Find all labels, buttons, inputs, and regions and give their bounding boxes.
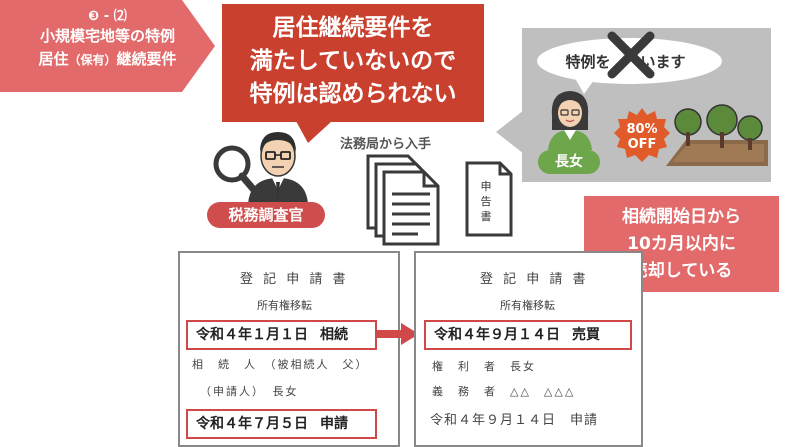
section-tag: ❸ - ⑵ 小規模宅地等の特例 居住（保有）継続要件 — [0, 0, 215, 92]
investigator-label: 税務調査官 — [207, 202, 325, 228]
doc2-subtitle: 所有権移転 — [500, 299, 555, 312]
doc1-heir-row: 相 続 人 （被相続人 父） — [192, 358, 369, 371]
doc1-inheritance-highlight: 令和４年１月１日相続 — [186, 320, 377, 350]
tax-return-icon: 申 告 書 — [465, 161, 513, 237]
section-title-line2: 居住（保有）継続要件 — [38, 50, 177, 68]
svg-text:申: 申 — [481, 180, 492, 193]
daughter-label: 長女 — [538, 150, 600, 174]
svg-text:告: 告 — [481, 195, 492, 208]
section-number: ❸ - ⑵ — [88, 9, 127, 24]
source-label: 法務局から入手 — [340, 137, 432, 152]
daughter-icon — [548, 91, 592, 150]
tax-investigator-icon — [213, 132, 308, 204]
headline-line2: 満たしていないので — [249, 48, 457, 74]
doc1-application-highlight: 令和４年７月５日申請 — [186, 409, 377, 439]
headline-line3: 特例は認められない — [249, 81, 457, 107]
discount-badge-icon: 80% OFF — [614, 108, 670, 162]
doc2-application-row: 令和４年９月１４日 申請 — [430, 413, 599, 428]
doc2-sale-highlight: 令和４年９月１４日売買 — [424, 320, 632, 350]
headline-callout: 居住継続要件を 満たしていないので 特例は認められない — [222, 4, 484, 122]
doc2-seller-row: 義 務 者 △△ △△△ — [432, 385, 576, 398]
arrow-right-icon — [377, 323, 419, 345]
sale-callout-line1: 相続開始日から — [622, 207, 741, 227]
scene-pointer — [496, 110, 524, 154]
headline-line1: 居住継続要件を — [272, 15, 434, 41]
doc1-subtitle: 所有権移転 — [257, 299, 312, 312]
svg-text:書: 書 — [481, 209, 492, 223]
doc1-title: 登 記 申 請 書 — [240, 272, 349, 287]
doc1-applicant-row: （申請人） 長女 — [200, 385, 299, 398]
cross-icon — [607, 31, 655, 79]
speech-bubble-tail — [576, 80, 594, 94]
doc2-title: 登 記 申 請 書 — [480, 272, 589, 287]
sale-callout-line3: 売却している — [630, 261, 733, 281]
badge-off: OFF — [628, 137, 657, 152]
sale-callout-line2: 10カ月以内に — [627, 234, 736, 254]
section-title-line1: 小規模宅地等の特例 — [39, 27, 175, 45]
document-stack-icon — [366, 154, 440, 246]
doc2-buyer-row: 権 利 者 長女 — [432, 360, 536, 373]
headline-callout-tail — [296, 121, 332, 143]
sale-callout: 相続開始日から 10カ月以内に 売却している — [584, 196, 779, 292]
badge-percent: 80% — [626, 122, 657, 137]
land-trees-icon — [666, 104, 768, 166]
